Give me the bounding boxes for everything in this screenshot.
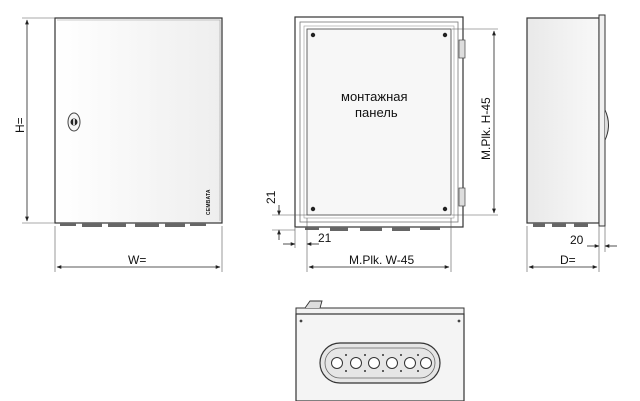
plate-height-dimension: M.Plk. H-45 xyxy=(452,28,498,216)
side-bottom-glands xyxy=(533,223,588,227)
lock-icon xyxy=(67,112,81,132)
depth-dimension: D= xyxy=(526,226,600,272)
cable-entry-holes xyxy=(331,357,432,369)
vertical-offset-label: 21 xyxy=(264,190,278,204)
hinge-bottom xyxy=(458,187,466,207)
width-dimension: W= xyxy=(54,226,223,272)
mounting-plate xyxy=(306,28,452,216)
horizontal-offset-label: 21 xyxy=(318,231,332,245)
inner-view: монтажная панель M.Plk. H-45 21 21 xyxy=(264,16,498,272)
bottom-view xyxy=(295,300,465,401)
bottom-handle xyxy=(304,300,323,309)
front-view: CEMBATA H= W= xyxy=(13,17,223,272)
front-bottom-glands xyxy=(60,223,206,227)
plate-width-dimension: M.Plk. W-45 xyxy=(308,218,452,272)
plate-height-label: M.Plk. H-45 xyxy=(479,97,493,160)
side-body xyxy=(526,17,600,224)
bottom-door-strip xyxy=(295,307,465,315)
height-label: H= xyxy=(13,117,27,133)
side-door-edge xyxy=(598,14,606,227)
inner-bottom-glands xyxy=(305,227,440,231)
mounting-screws xyxy=(310,32,448,212)
depth-label: D= xyxy=(560,253,576,267)
hinge-top xyxy=(458,39,466,59)
panel-label-line2: панель xyxy=(355,105,398,120)
side-offset-label: 20 xyxy=(570,233,584,247)
front-door xyxy=(54,17,223,224)
side-view: 20 D= xyxy=(526,14,617,272)
brand-logo: CEMBATA xyxy=(206,189,212,215)
side-offset-dimension: 20 xyxy=(570,226,617,252)
panel-label-line1: монтажная xyxy=(341,89,408,104)
width-label: W= xyxy=(128,253,146,267)
height-dimension: H= xyxy=(13,17,55,224)
horizontal-offset-dimension: 21 xyxy=(283,218,332,272)
side-handle xyxy=(604,109,609,141)
plate-width-label: M.Plk. W-45 xyxy=(349,253,414,267)
vertical-offset-dimension: 21 xyxy=(264,190,307,240)
